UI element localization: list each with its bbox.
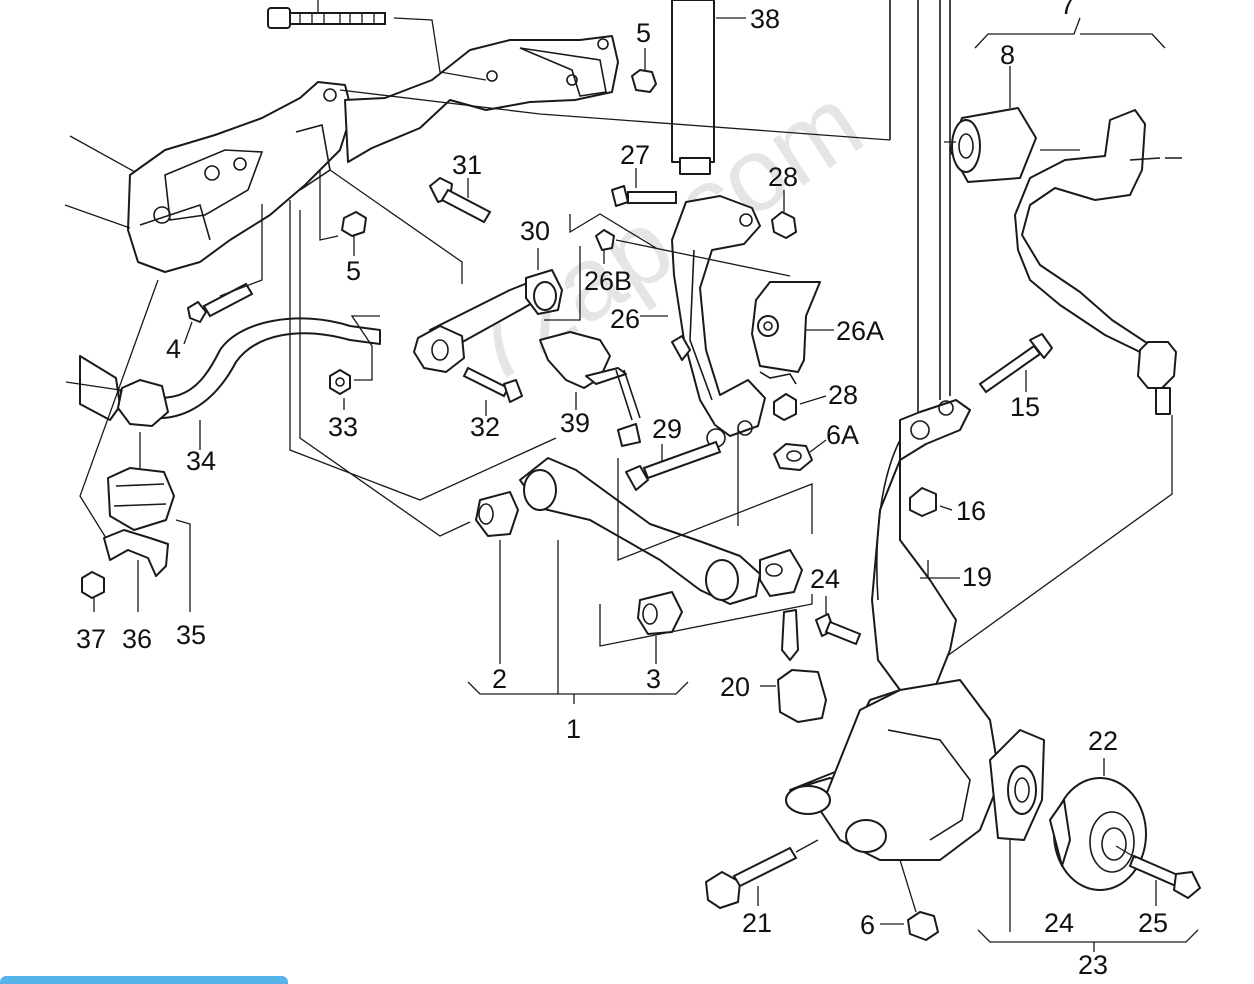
subframe-bolt <box>267 0 487 81</box>
nut-6 <box>880 859 939 941</box>
wheel-bearing-set-bracket <box>977 929 1199 952</box>
label-16: 16 <box>956 496 986 526</box>
bolt-21 <box>705 839 819 909</box>
label-5-left: 5 <box>346 256 361 286</box>
bolt-31 <box>429 177 492 224</box>
bush-8 <box>944 66 1080 183</box>
wheel-knuckle <box>785 399 1001 861</box>
label-4: 4 <box>166 334 181 364</box>
nut-33 <box>329 315 380 410</box>
label-21: 21 <box>742 908 772 938</box>
nut-5-left <box>341 211 367 256</box>
label-19: 19 <box>962 562 992 592</box>
bolt-4 <box>183 282 254 345</box>
label-22: 22 <box>1088 726 1118 756</box>
label-39: 39 <box>560 408 590 438</box>
leader-frames <box>219 169 739 537</box>
shock-absorber <box>339 0 891 175</box>
label-23: 23 <box>1078 950 1108 980</box>
bolt-24-mid <box>815 596 862 646</box>
bolt-15 <box>978 333 1053 394</box>
label-35: 35 <box>176 620 206 650</box>
label-20: 20 <box>720 672 750 702</box>
level-sensor <box>539 331 641 447</box>
stabilizer-bar <box>65 317 381 450</box>
label-8: 8 <box>1000 40 1015 70</box>
nut-5-top <box>631 48 657 93</box>
ball-joint <box>760 609 827 723</box>
nut-28-mid <box>773 393 827 421</box>
control-arm-30 <box>413 248 563 373</box>
label-1: 1 <box>566 714 581 744</box>
label-31: 31 <box>452 150 482 180</box>
nut-6A <box>773 439 827 471</box>
coupling-rod <box>889 0 951 416</box>
label-7: 7 <box>1060 0 1075 20</box>
bolt-26B <box>595 229 791 277</box>
bottom-bar <box>0 976 288 984</box>
label-28-mid: 28 <box>828 380 858 410</box>
label-26: 26 <box>610 304 640 334</box>
bolt-25 <box>1115 845 1201 906</box>
stabilizer-bushing-set <box>79 279 191 612</box>
label-38: 38 <box>750 4 780 34</box>
label-2: 2 <box>492 664 507 694</box>
wheel-bearing <box>989 729 1045 932</box>
bolt-32 <box>462 366 523 416</box>
label-30: 30 <box>520 216 550 246</box>
label-36: 36 <box>122 624 152 654</box>
label-33: 33 <box>328 412 358 442</box>
bolt-29 <box>625 440 722 491</box>
wheel-hub <box>1049 758 1147 891</box>
bolt-27 <box>611 168 677 207</box>
label-27: 27 <box>620 140 650 170</box>
label-6A: 6A <box>826 420 859 450</box>
subframe <box>64 35 619 273</box>
label-29: 29 <box>652 414 682 444</box>
label-24-bearing: 24 <box>1044 908 1074 938</box>
upper-wishbone <box>899 17 1182 691</box>
label-26B: 26B <box>584 266 632 296</box>
label-26A: 26A <box>836 316 884 346</box>
callout-labels: 38 5 8 7 31 27 28 30 26B 5 4 26 26A 33 3… <box>76 0 1168 980</box>
bracket-26A <box>751 281 834 385</box>
label-37: 37 <box>76 624 106 654</box>
label-5-top: 5 <box>636 18 651 48</box>
label-28-top: 28 <box>768 162 798 192</box>
nut-16 <box>909 487 953 517</box>
label-34: 34 <box>186 446 216 476</box>
label-15: 15 <box>1010 392 1040 422</box>
label-6: 6 <box>860 910 875 940</box>
nut-28-top <box>771 190 797 239</box>
label-24-mid: 24 <box>810 564 840 594</box>
label-3: 3 <box>646 664 661 694</box>
label-32: 32 <box>470 412 500 442</box>
watermark: 7zap.com <box>441 64 882 407</box>
lower-control-arm <box>467 457 813 704</box>
label-25: 25 <box>1138 908 1168 938</box>
